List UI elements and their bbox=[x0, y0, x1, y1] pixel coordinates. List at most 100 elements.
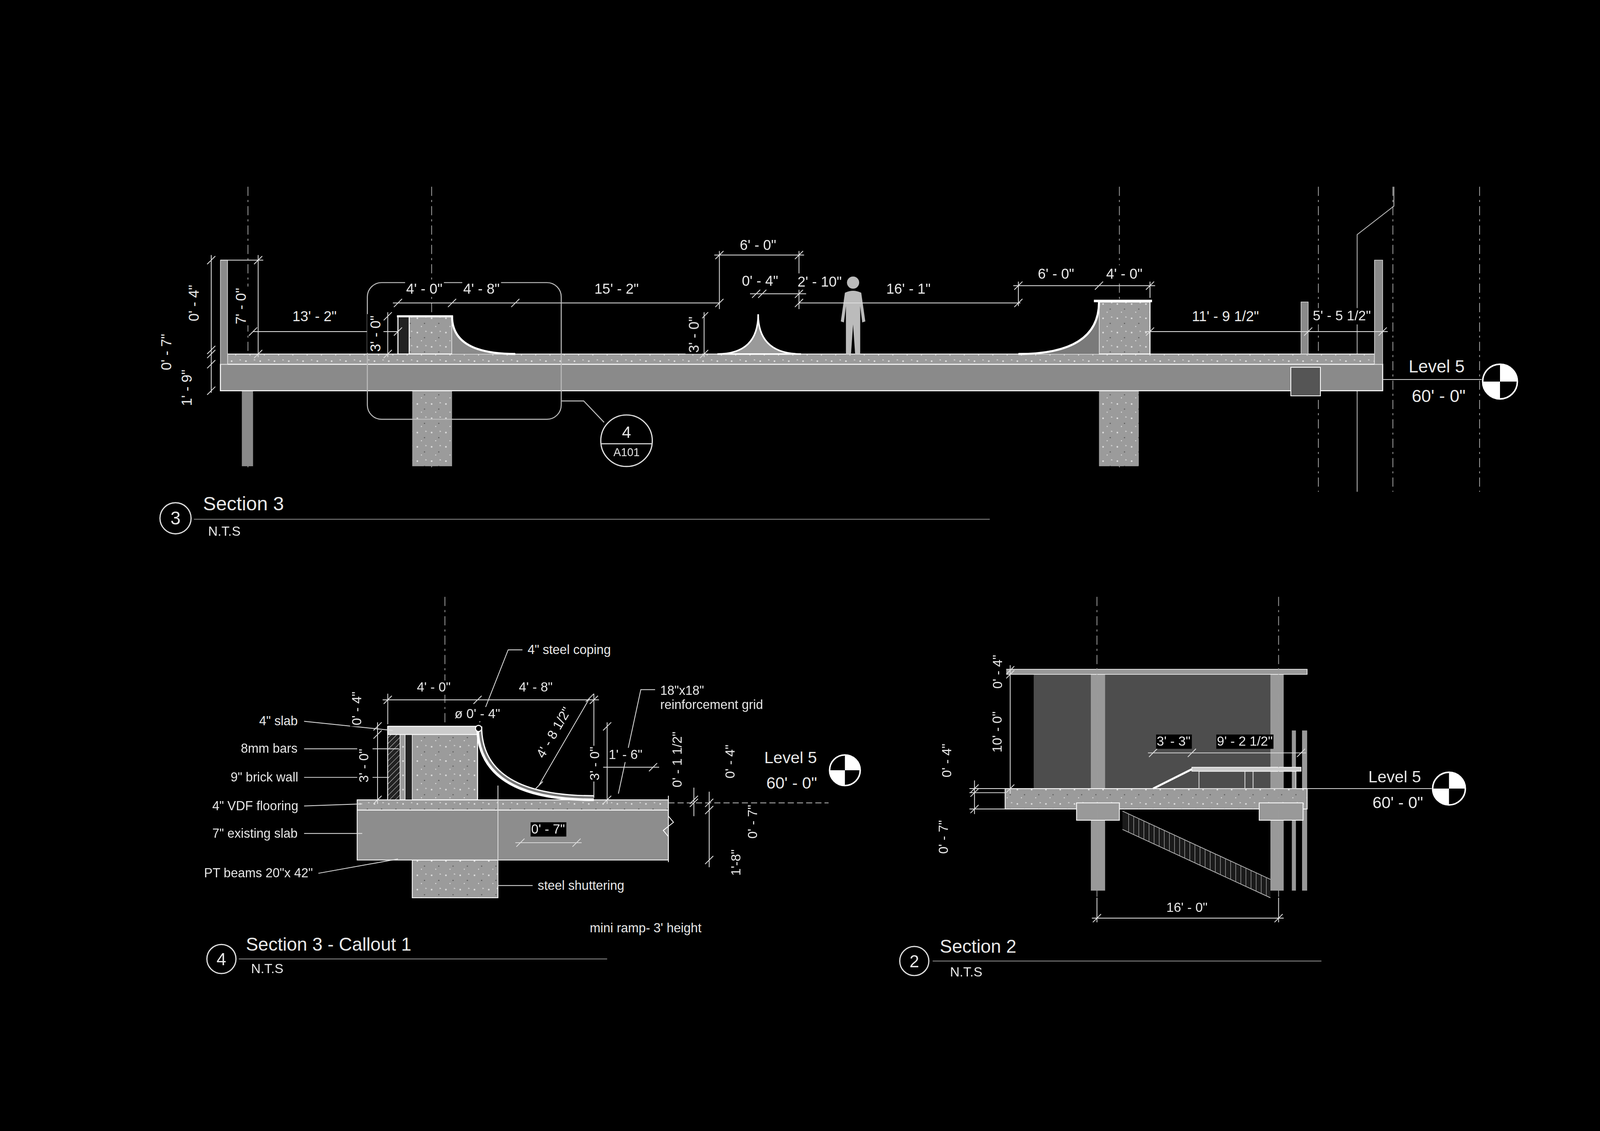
mini-ramp-detail bbox=[387, 726, 478, 800]
mini-ramp bbox=[397, 316, 410, 355]
stair-baluster bbox=[1169, 832, 1170, 852]
scale-note: N.T.S bbox=[949, 965, 984, 981]
dimension-text: 0' - 1 1/2" bbox=[670, 730, 686, 788]
level-marker bbox=[1482, 364, 1518, 399]
stair-baluster bbox=[1220, 856, 1221, 875]
mini-ramp bbox=[452, 316, 516, 355]
grid-line bbox=[247, 186, 1480, 492]
stair-baluster bbox=[1138, 818, 1139, 838]
mini-ramp-detail bbox=[481, 726, 594, 797]
quarter-pipe bbox=[1018, 302, 1099, 355]
section-title: Section 2 bbox=[938, 936, 1018, 958]
callout-label: 4" steel coping bbox=[526, 642, 613, 658]
dimension-text: 4' - 0" bbox=[1105, 265, 1144, 282]
ramp-profile bbox=[1191, 767, 1301, 772]
existing-slab bbox=[220, 364, 1383, 391]
stair-baluster bbox=[1266, 877, 1267, 896]
node-outline bbox=[600, 414, 653, 468]
beam bbox=[1259, 802, 1303, 821]
callout-leader bbox=[561, 400, 605, 423]
mini-ramp bbox=[397, 315, 454, 318]
roof-slab bbox=[1005, 669, 1308, 675]
dimension-text: 4' - 0" bbox=[405, 280, 444, 297]
stair-stringer bbox=[1122, 811, 1271, 898]
stair-baluster bbox=[1215, 854, 1216, 873]
level-label: 60' - 0" bbox=[1371, 793, 1425, 813]
dimension-text: 1' - 6" bbox=[607, 747, 644, 763]
node-circle bbox=[600, 415, 653, 467]
stair-baluster bbox=[1128, 814, 1129, 833]
dimension-text: 0' - 7" bbox=[157, 332, 175, 372]
quarter-pipe bbox=[1099, 302, 1150, 355]
mini-ramp-detail bbox=[475, 725, 482, 732]
callout-label: steel shuttering bbox=[536, 878, 626, 894]
level-marker bbox=[829, 755, 860, 786]
stair-baluster bbox=[1255, 872, 1257, 892]
callout-label: mini ramp- 3' height bbox=[588, 921, 703, 936]
stair-baluster bbox=[1174, 835, 1175, 854]
level-line bbox=[668, 802, 829, 804]
section-title: Section 3 - Callout 1 bbox=[245, 934, 413, 956]
human-figure bbox=[847, 276, 860, 289]
sheet-number: A101 bbox=[613, 446, 640, 458]
callout-label: PT beams 20"x 42" bbox=[202, 866, 314, 881]
section-3-drawing bbox=[193, 186, 1518, 520]
beam bbox=[1076, 802, 1120, 821]
callout-boundary bbox=[367, 282, 562, 420]
level-line bbox=[1382, 379, 1482, 380]
stair-baluster bbox=[1143, 821, 1145, 840]
grid-line bbox=[1097, 597, 1279, 898]
dimension-text: 4' - 0" bbox=[415, 680, 452, 696]
level-marker bbox=[829, 755, 860, 786]
stair-baluster bbox=[1210, 851, 1211, 870]
cut-line bbox=[1357, 186, 1394, 492]
callout-number: 2 bbox=[909, 952, 920, 970]
stair-baluster bbox=[1194, 844, 1195, 863]
scale-note: N.T.S bbox=[207, 524, 242, 540]
level-marker bbox=[1500, 364, 1518, 382]
stair-baluster bbox=[1230, 861, 1231, 880]
mini-ramp-detail bbox=[387, 726, 478, 735]
dimension-lines bbox=[373, 693, 714, 868]
quarter-pipe bbox=[1018, 300, 1153, 354]
level-line bbox=[1307, 788, 1432, 790]
stair-baluster bbox=[1235, 863, 1236, 883]
quarter-pipe bbox=[1093, 299, 1153, 303]
stair-baluster bbox=[1250, 870, 1252, 890]
dimension-lines bbox=[207, 250, 1388, 395]
dimension-text: 3' - 3" bbox=[1155, 734, 1192, 750]
level-marker bbox=[829, 770, 845, 786]
mini-ramp bbox=[397, 316, 516, 355]
dimension-text: 0' - 7" bbox=[936, 818, 952, 855]
spine-ramp bbox=[717, 314, 802, 355]
dimension-text: 0' - 4" bbox=[722, 743, 739, 780]
mini-ramp-detail bbox=[405, 734, 413, 800]
quarter-pipe bbox=[1018, 302, 1099, 355]
callout-number: 4 bbox=[216, 950, 227, 968]
stair-baluster bbox=[1158, 828, 1160, 847]
dimension-text: 1'-8" bbox=[729, 847, 745, 877]
stair-baluster bbox=[1240, 865, 1241, 885]
dimension-text: 0' - 4" bbox=[990, 653, 1006, 690]
level-marker bbox=[1482, 364, 1518, 399]
level-marker bbox=[1432, 772, 1465, 805]
title-underline bbox=[932, 960, 1322, 962]
scale-note: N.T.S bbox=[250, 961, 285, 978]
level-marker bbox=[1432, 772, 1465, 805]
dimension-text: 5' - 5 1/2" bbox=[1311, 308, 1372, 325]
stair-baluster bbox=[1164, 830, 1165, 849]
stair-baluster bbox=[1199, 847, 1200, 866]
level-label: 60' - 0" bbox=[765, 774, 819, 794]
dimension-text: 1' - 9" bbox=[178, 368, 195, 408]
mini-ramp-detail bbox=[387, 725, 595, 800]
node-circle bbox=[207, 944, 237, 974]
level-label: Level 5 bbox=[1367, 768, 1423, 788]
callout-number: 4 bbox=[622, 424, 632, 441]
level-marker bbox=[845, 755, 861, 771]
column bbox=[241, 390, 253, 467]
vdf-flooring bbox=[357, 800, 669, 810]
column bbox=[412, 390, 453, 467]
stair-baluster bbox=[1179, 837, 1180, 856]
